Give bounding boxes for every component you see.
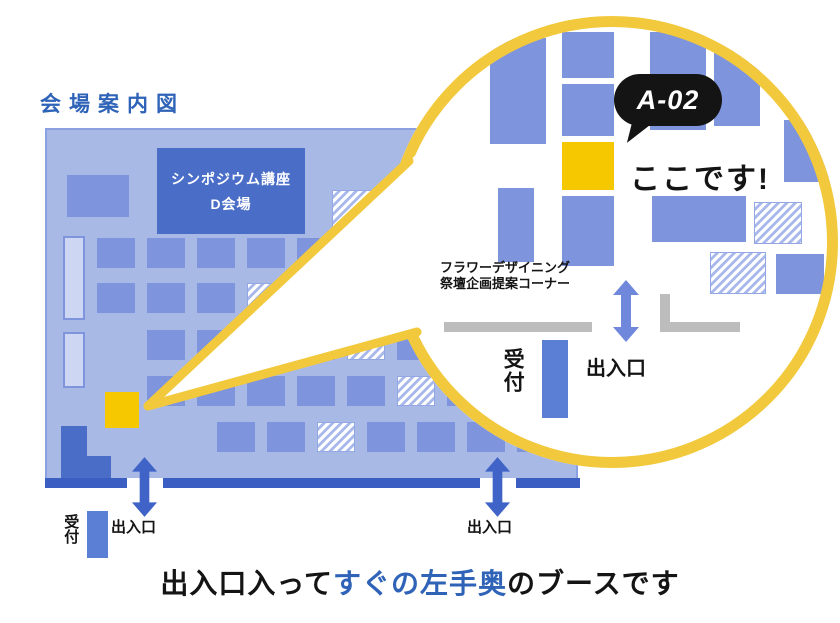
booth [562,32,614,78]
booth [97,238,135,268]
booth [217,422,255,452]
zoom-entrance-label: 出入口 [586,358,646,380]
booth [147,330,185,360]
booth [247,238,285,268]
reception-desk [87,511,108,558]
magnifier-callout: フラワーデザイニング 祭壇企画提案コーナー 受付 出入口 A-02 ここです! [386,16,838,468]
booth [714,50,760,126]
booth [63,332,85,388]
entrance-label-2: 出入口 [467,519,513,536]
booth [652,196,746,242]
booth [498,188,534,262]
booth [562,196,614,266]
booth [710,252,766,294]
caption-part3: のブースです [507,568,680,599]
booth-a02-zoom [562,142,614,190]
corner-label-line2: 祭壇企画提案コーナー [440,276,571,291]
reception-label: 受付 [62,514,80,544]
booth [67,175,129,217]
wall-segment [163,478,480,488]
booth [297,283,335,313]
caption-part2: すぐの左手奥 [332,568,507,599]
booth [247,283,285,313]
hall-label-line1: シンポジウム講座 [171,170,291,187]
corner-label-line1: フラワーデザイニング [440,260,571,275]
booth [247,376,285,406]
hall-label-line2: D会場 [210,195,252,212]
caption: 出入口入ってすぐの左手奥のブースです [0,562,840,602]
wall-segment [660,294,670,332]
booth [347,330,385,360]
zoom-wall-layer [386,16,838,468]
booth [197,283,235,313]
booth [267,422,305,452]
corner-label: フラワーデザイニング 祭壇企画提案コーナー [440,260,570,292]
booth [147,376,185,406]
booth [147,283,185,313]
booth [61,456,111,478]
booth [754,202,802,244]
booth [97,283,135,313]
wall-segment [45,478,127,488]
booth [490,38,546,144]
booth [297,330,335,360]
wall-segment [444,322,592,332]
here-label: ここです! [630,163,770,196]
hall-d-booth: シンポジウム講座 D会場 [157,148,305,234]
wall-segment [516,478,580,488]
booth-id-bubble: A-02 [614,74,722,126]
booth [297,376,335,406]
entrance-label-1: 出入口 [111,519,157,536]
booth [562,84,614,136]
booth [197,376,235,406]
booth [317,422,355,452]
booth [332,190,390,232]
wall-segment [670,322,740,332]
booth [63,236,85,320]
entrance-arrow-icon [131,457,158,517]
booth [147,238,185,268]
booth [417,422,455,452]
booth-a02-map [105,392,139,428]
zoom-reception-desk [542,340,568,418]
booth [247,330,285,360]
booth [197,330,235,360]
booth [297,238,335,268]
booth [776,254,824,294]
booth [197,238,235,268]
entrance-arrow-icon [484,457,511,517]
zoom-entrance-arrow-icon [613,280,639,342]
caption-part1: 出入口入って [160,568,333,599]
page-title: 会場案内図 [40,93,185,116]
zoom-reception-label: 受付 [501,348,525,394]
booth [347,376,385,406]
